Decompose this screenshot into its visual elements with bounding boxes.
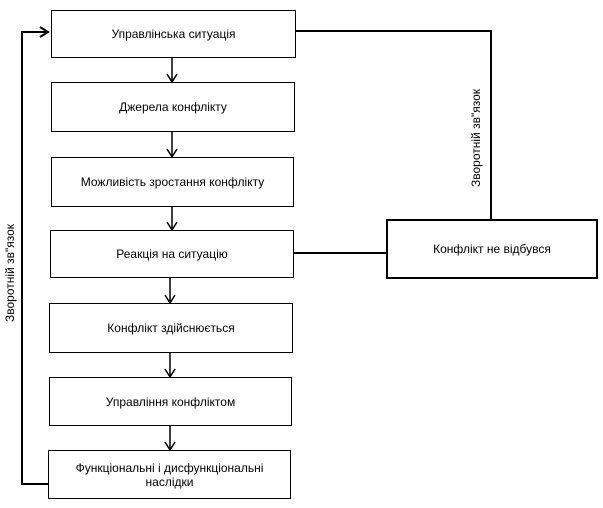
feedback-loop-arrowhead: [39, 26, 50, 38]
feedback-label-left: Зворотній зв"язок: [3, 224, 17, 322]
box-conflict-occurs: Конфлікт здійснюється: [49, 303, 293, 353]
box-consequences-line2: наслідки: [145, 474, 194, 489]
box-situation-reaction-label: Реакція на ситуацію: [116, 247, 228, 261]
box-consequences-line1: Функціональні і дисфункціональні: [75, 460, 264, 475]
box-conflict-management: Управління конфліктом: [49, 377, 292, 426]
box-no-conflict: Конфлікт не відбувся: [386, 219, 598, 279]
box-conflict-growth: Можливість зростання конфлікту: [51, 157, 294, 207]
box-conflict-management-label: Управління конфліктом: [105, 394, 236, 409]
box-situation-reaction: Реакція на ситуацію: [50, 230, 294, 278]
box-conflict-occurs-label: Конфлікт здійснюється: [107, 321, 235, 335]
box-management-situation: Управлінська ситуація: [51, 10, 296, 58]
box-no-conflict-label: Конфлікт не відбувся: [433, 242, 551, 256]
feedback-loop-left: [21, 31, 48, 485]
box-conflict-growth-label: Можливість зростання конфлікту: [80, 175, 265, 189]
box-conflict-sources-label: Джерела конфлікту: [119, 100, 227, 114]
feedback-loop-right: [295, 30, 492, 220]
box-consequences: Функціональні і дисфункціональні наслідк…: [48, 450, 291, 499]
box-management-situation-label: Управлінська ситуація: [111, 27, 236, 41]
box-conflict-sources: Джерела конфлікту: [51, 82, 295, 132]
feedback-label-right: Зворотній зв"язок: [469, 89, 483, 187]
